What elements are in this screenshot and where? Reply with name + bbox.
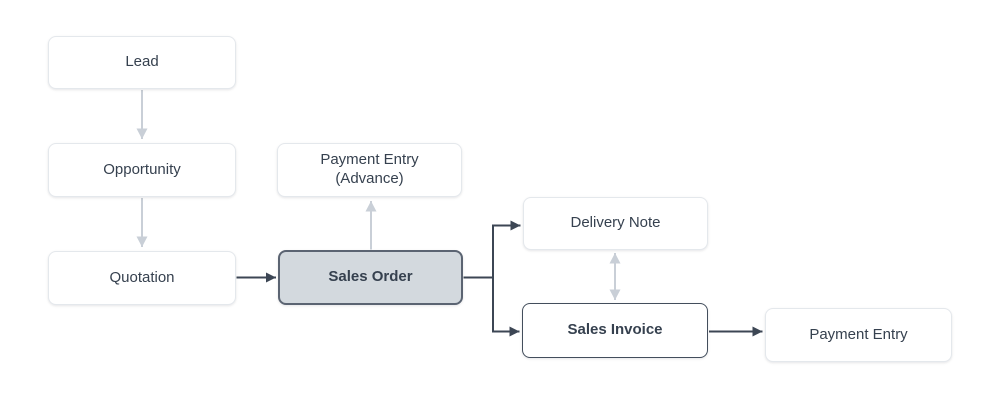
node-payment-entry-advance: Payment Entry (Advance) <box>277 143 462 197</box>
node-delivery-note: Delivery Note <box>523 197 708 250</box>
node-quotation: Quotation <box>48 251 236 305</box>
node-quotation-label: Quotation <box>109 268 175 286</box>
node-sales-order: Sales Order <box>278 250 463 305</box>
node-payment-entry-advance-label-line2: (Advance) <box>335 170 404 187</box>
node-payment-entry-label: Payment Entry <box>809 325 908 343</box>
edge-sales-order-delivery-note <box>492 220 521 279</box>
edge-sales-order-sales-invoice <box>492 276 520 337</box>
node-sales-invoice: Sales Invoice <box>522 303 708 358</box>
node-sales-order-label: Sales Order <box>328 268 413 286</box>
node-lead: Lead <box>48 36 236 89</box>
node-lead-label: Lead <box>125 53 159 71</box>
node-opportunity: Opportunity <box>48 143 236 197</box>
node-opportunity-label: Opportunity <box>103 160 181 178</box>
node-delivery-note-label: Delivery Note <box>570 214 661 232</box>
node-payment-entry-advance-label-line1: Payment Entry <box>320 151 419 169</box>
node-sales-invoice-label: Sales Invoice <box>567 321 663 339</box>
node-payment-entry: Payment Entry <box>765 308 952 362</box>
